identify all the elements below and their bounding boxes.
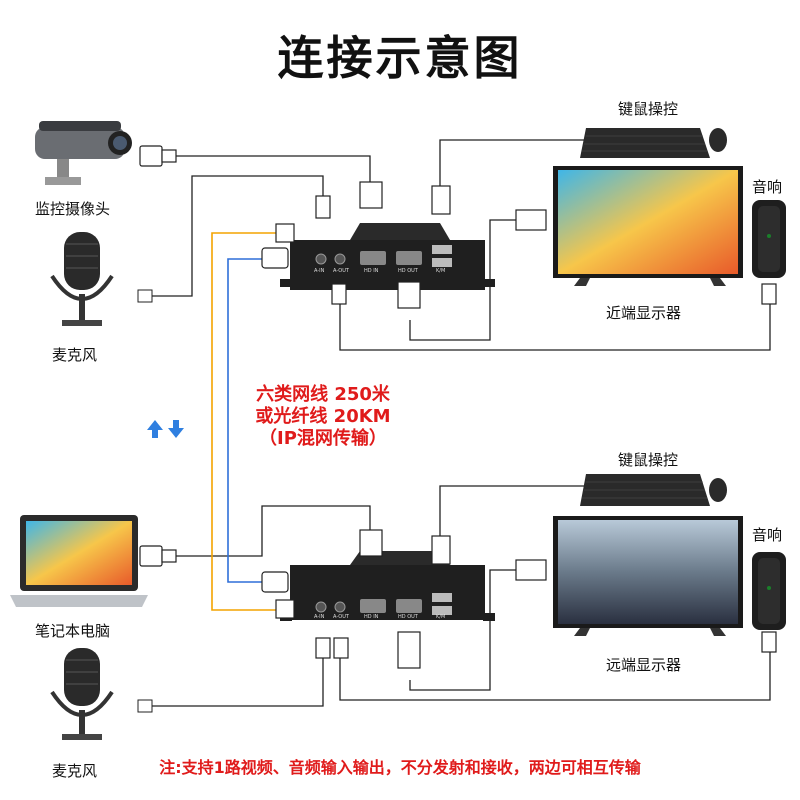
label-mic-bottom: 麦克风 — [52, 762, 98, 780]
hdmi-plug-icon — [359, 181, 383, 209]
fiber-plug-icon — [275, 223, 295, 243]
port-label-hd-out: HD OUT — [398, 614, 419, 620]
port-labels-bottom: A-IN A-OUT HD IN HD OUT K/M — [314, 614, 445, 620]
audio-plug-icon — [761, 283, 777, 305]
audio-plug-icon — [333, 637, 349, 659]
monitor-far-icon — [553, 516, 743, 636]
usb-plug-icon — [431, 535, 451, 565]
fiber-plug-icon — [275, 599, 295, 619]
hdmi-plug-icon — [515, 559, 547, 581]
label-monitor-near: 近端显示器 — [606, 304, 682, 322]
up-down-arrows-icon — [147, 420, 184, 438]
label-keyboard-top: 键鼠操控 — [618, 100, 679, 118]
port-labels-top: A-IN A-OUT HD IN HD OUT K/M — [314, 268, 445, 274]
bottom-wires — [150, 485, 771, 707]
port-label-a-in: A-IN — [314, 268, 325, 274]
audio-plug-icon — [331, 283, 347, 305]
speaker-icon — [752, 552, 786, 630]
top-wires — [150, 139, 771, 351]
port-label-hd-out: HD OUT — [398, 268, 419, 274]
laptop-icon — [10, 515, 148, 607]
extender-box-bottom — [280, 551, 495, 621]
microphone-icon — [50, 648, 114, 740]
hdmi-plug-icon — [397, 281, 421, 309]
label-speaker-bottom: 音响 — [752, 526, 783, 544]
label-keyboard-bottom: 键鼠操控 — [618, 451, 679, 469]
usb-plug-icon — [431, 185, 451, 215]
speaker-icon — [752, 200, 786, 278]
label-speaker-top: 音响 — [752, 178, 783, 196]
port-label-a-out: A-OUT — [333, 614, 350, 620]
cable-note-line2: 或光纤线 20KM — [255, 406, 391, 427]
hdmi-plug-icon — [397, 631, 421, 669]
port-label-hd-in: HD IN — [364, 614, 379, 620]
cable-note: 六类网线 250米 或光纤线 20KM （IP混网传输） — [228, 384, 418, 450]
label-camera: 监控摄像头 — [35, 200, 111, 218]
port-label-hd-in: HD IN — [364, 268, 379, 274]
cable-note-line1: 六类网线 250米 — [256, 384, 390, 405]
audio-plug-icon — [315, 195, 331, 219]
lan-cable — [227, 258, 262, 583]
extender-box-top — [280, 223, 495, 290]
label-monitor-far: 远端显示器 — [606, 656, 682, 674]
footer-note: 注:支持1路视频、音频输入输出，不分发射和接收，两边可相互传输 — [159, 758, 641, 777]
fiber-cable — [211, 232, 293, 611]
hdmi-plug-icon — [359, 529, 383, 557]
rj45-plug-icon — [261, 247, 289, 269]
label-laptop: 笔记本电脑 — [35, 622, 111, 640]
keyboard-icon — [580, 128, 727, 158]
port-label-km: K/M — [436, 614, 445, 620]
microphone-icon — [50, 232, 114, 326]
keyboard-icon — [580, 474, 727, 506]
port-label-a-out: A-OUT — [333, 268, 350, 274]
port-label-a-in: A-IN — [314, 614, 325, 620]
cable-note-line3: （IP混网传输） — [259, 428, 387, 449]
monitor-near-icon — [553, 166, 743, 286]
port-label-km: K/M — [436, 268, 445, 274]
hdmi-plug-icon — [515, 209, 547, 231]
label-mic-top: 麦克风 — [52, 346, 98, 364]
rj45-plug-icon — [261, 571, 289, 593]
audio-plug-icon — [761, 631, 777, 653]
hdmi-plug-icon — [139, 145, 177, 167]
page-title: 连接示意图 — [277, 31, 523, 85]
audio-plug-icon — [315, 637, 331, 659]
camera-icon — [35, 121, 132, 185]
